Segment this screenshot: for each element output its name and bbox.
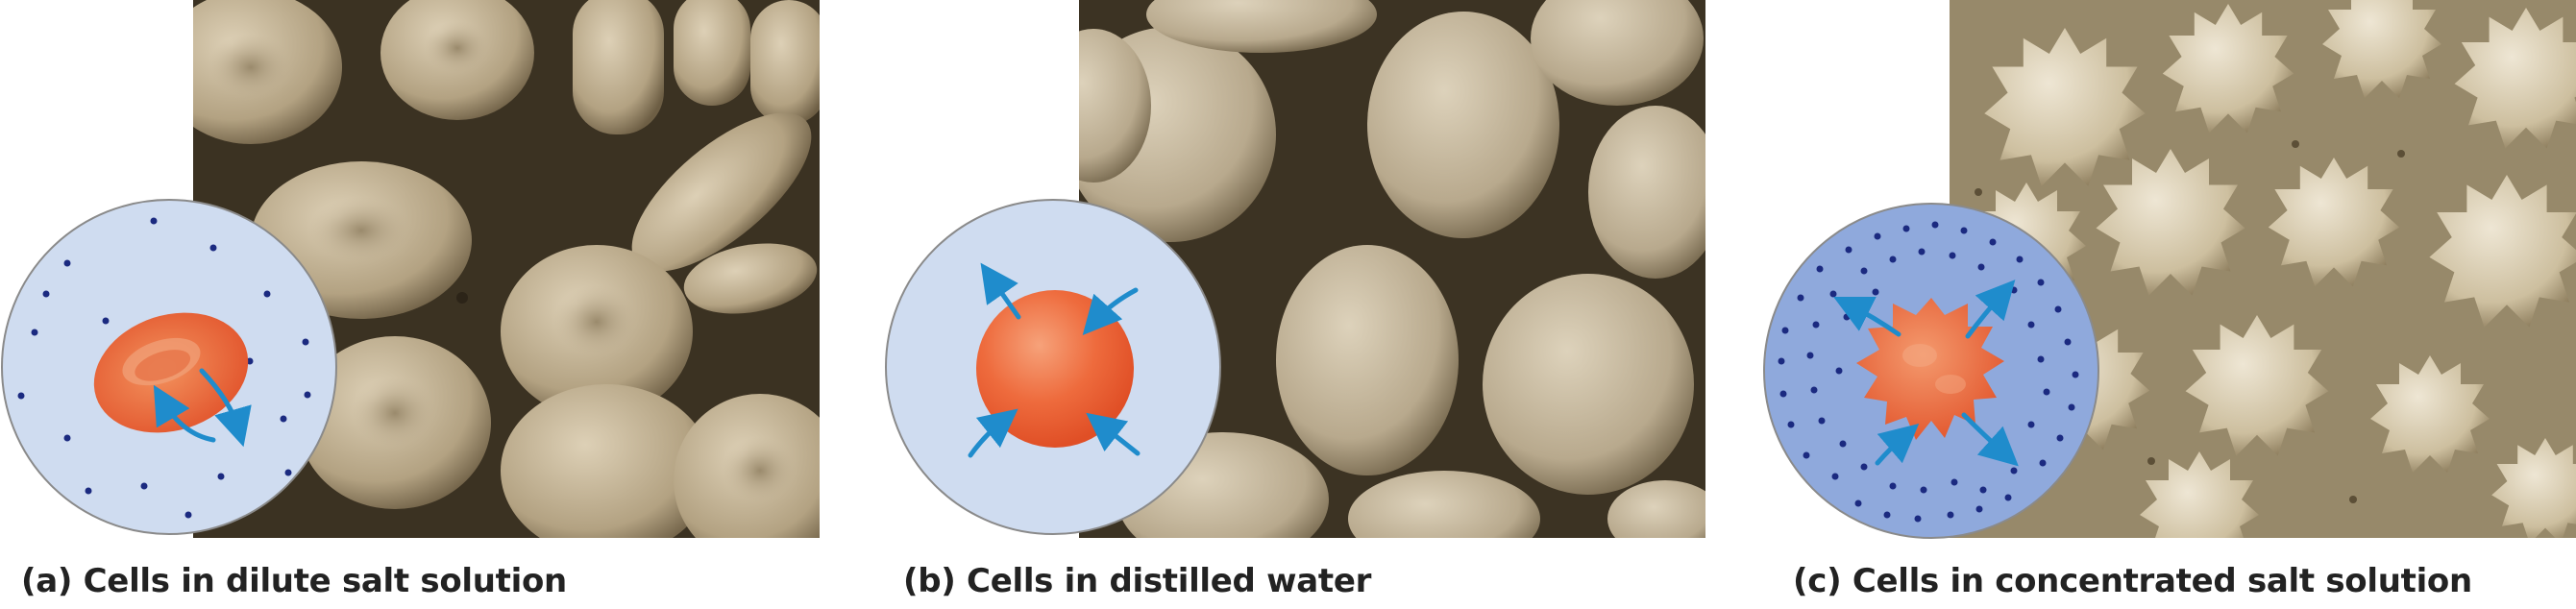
- panel-distilled-water: (b) Cells in distilled water: [884, 0, 1710, 609]
- solute-dots: [17, 217, 311, 519]
- inset-hypotonic-cell: [884, 198, 1222, 536]
- caption: (a) Cells in dilute salt solution: [21, 562, 567, 600]
- micrograph-swollen-cells: [1079, 0, 1705, 538]
- panel-dilute-salt: (a) Cells in dilute salt solution: [0, 0, 826, 609]
- caption: (b) Cells in distilled water: [903, 562, 1372, 600]
- osmosis-arrow-icon: [153, 368, 252, 448]
- red-blood-cell: [93, 312, 249, 433]
- micrograph-normal-cells: [193, 0, 820, 538]
- osmosis-arrow-icon: [968, 262, 1141, 458]
- inset-isotonic-cell: [0, 198, 338, 536]
- caption: (c) Cells in concentrated salt solution: [1793, 562, 2472, 600]
- inset-hypertonic-cell: [1762, 202, 2100, 540]
- panel-concentrated-salt: (c) Cells in concentrated salt solution: [1762, 0, 2576, 609]
- osmosis-arrow-icon: [1833, 280, 2019, 467]
